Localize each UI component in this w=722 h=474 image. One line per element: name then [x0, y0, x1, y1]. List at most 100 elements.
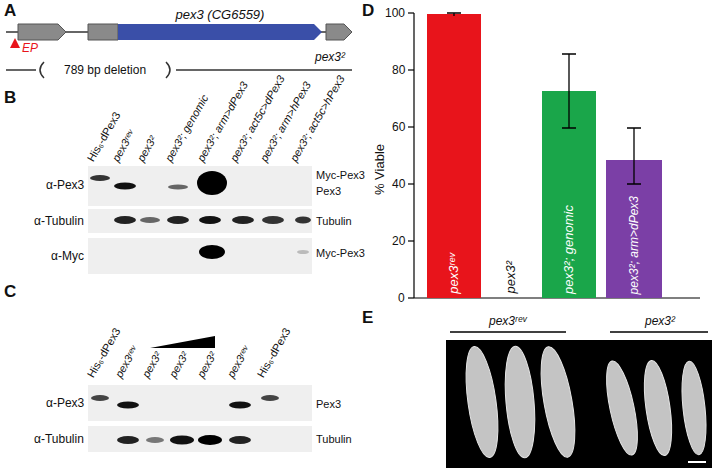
y-axis: [413, 13, 414, 298]
band: [117, 436, 139, 444]
larva: [600, 359, 643, 458]
band: [140, 217, 160, 223]
label: Myc-Pex3: [316, 247, 365, 260]
label: pex3²: [503, 261, 519, 294]
tick-label: 0: [398, 291, 405, 305]
larva: [501, 345, 539, 459]
band: [170, 436, 194, 445]
blot: [88, 385, 312, 421]
blot: [88, 238, 312, 274]
bar-label: pex3²; genomic: [561, 205, 577, 294]
bar-label: pex3²; arm>dPex3: [627, 196, 641, 294]
label: α-Pex3: [46, 178, 84, 192]
panel-letter: C: [4, 282, 16, 302]
bar: pex3²; arm>dPex3: [606, 160, 662, 298]
band: [168, 185, 188, 190]
label: pex3ʳᵉᵛ: [489, 314, 527, 328]
band: [167, 216, 189, 224]
exon: [18, 24, 66, 40]
band: [199, 245, 225, 259]
band: [262, 216, 284, 224]
lane-label: pex3²; act5c>hPex3: [288, 73, 348, 164]
tick-label: 100: [385, 6, 405, 20]
lane-label: pex3²: [135, 134, 160, 164]
panel-letter: A: [4, 1, 16, 21]
band: [229, 402, 251, 409]
larva: [639, 359, 676, 457]
group-line: [610, 331, 708, 333]
lane-label: pex3ʳᵉᵛ: [113, 344, 142, 380]
label: Tubulin: [316, 433, 352, 446]
band: [146, 437, 164, 443]
band: [114, 216, 136, 224]
dilution-wedge: [150, 336, 215, 348]
band: [91, 395, 109, 401]
blot: [88, 426, 312, 452]
gene-exon: pex3 (CG6559): [118, 6, 322, 40]
label: Tubulin: [316, 215, 352, 228]
band: [114, 183, 136, 190]
panel-letter: E: [362, 308, 373, 328]
band: [232, 216, 254, 224]
label: α-Tubulin: [34, 432, 84, 446]
scale-bar: [688, 461, 706, 463]
tick-label: 80: [392, 63, 405, 77]
deletion-line: [176, 69, 352, 71]
label: pex3²: [315, 50, 345, 64]
tick: [408, 69, 414, 70]
exon-shape: [118, 24, 322, 40]
bar-label: pex3ʳᵉᵛ: [446, 253, 462, 294]
label: pex3²: [645, 314, 675, 328]
label: 789 bp deletion: [64, 63, 146, 77]
tick: [408, 240, 414, 241]
band: [199, 216, 221, 224]
label: α-Pex3: [46, 396, 84, 410]
larva: [678, 360, 710, 456]
exon: [118, 24, 322, 40]
band: [261, 395, 279, 401]
tick-label: 60: [392, 120, 405, 134]
band: [295, 217, 311, 224]
band: [297, 250, 309, 254]
tick-label: 20: [392, 234, 405, 248]
band: [197, 171, 227, 195]
band: [90, 175, 110, 181]
group-line: [450, 331, 566, 333]
tick: [408, 12, 414, 13]
label: EP: [22, 41, 38, 55]
lane-label: pex3²: [140, 350, 165, 380]
tick: [408, 183, 414, 184]
tick: [408, 126, 414, 127]
lane-label: His₆-dPex3: [255, 326, 294, 380]
photo-background: [446, 340, 712, 468]
label: α-Myc: [51, 249, 84, 263]
label: Pex3: [316, 398, 341, 411]
blot: [88, 166, 312, 206]
band: [229, 436, 251, 444]
band: [117, 402, 139, 409]
label: Myc-Pex3: [316, 169, 365, 182]
label: % Viable: [372, 144, 388, 195]
lane-label: pex3ʳᵉᵛ: [225, 344, 254, 380]
deletion-line: [6, 69, 36, 71]
larva: [534, 344, 581, 459]
larva: [460, 345, 503, 460]
tick: [408, 297, 414, 298]
bar: pex3ʳᵉᵛ: [427, 14, 481, 298]
ticks: [408, 13, 414, 298]
label: α-Tubulin: [34, 214, 84, 228]
bracket: [166, 62, 170, 78]
blot: [88, 209, 312, 233]
bar: pex3²; genomic: [542, 91, 596, 298]
tick-label: 40: [392, 177, 405, 191]
insertion-marker: [10, 38, 20, 48]
lane-label: pex3²: [195, 350, 220, 380]
lane-label: pex3²: [167, 350, 192, 380]
exon: [326, 24, 352, 40]
bracket: [40, 62, 44, 78]
panel-letter: D: [362, 1, 374, 21]
band: [198, 435, 222, 445]
gene-name: pex3 (CG6559): [118, 6, 322, 24]
